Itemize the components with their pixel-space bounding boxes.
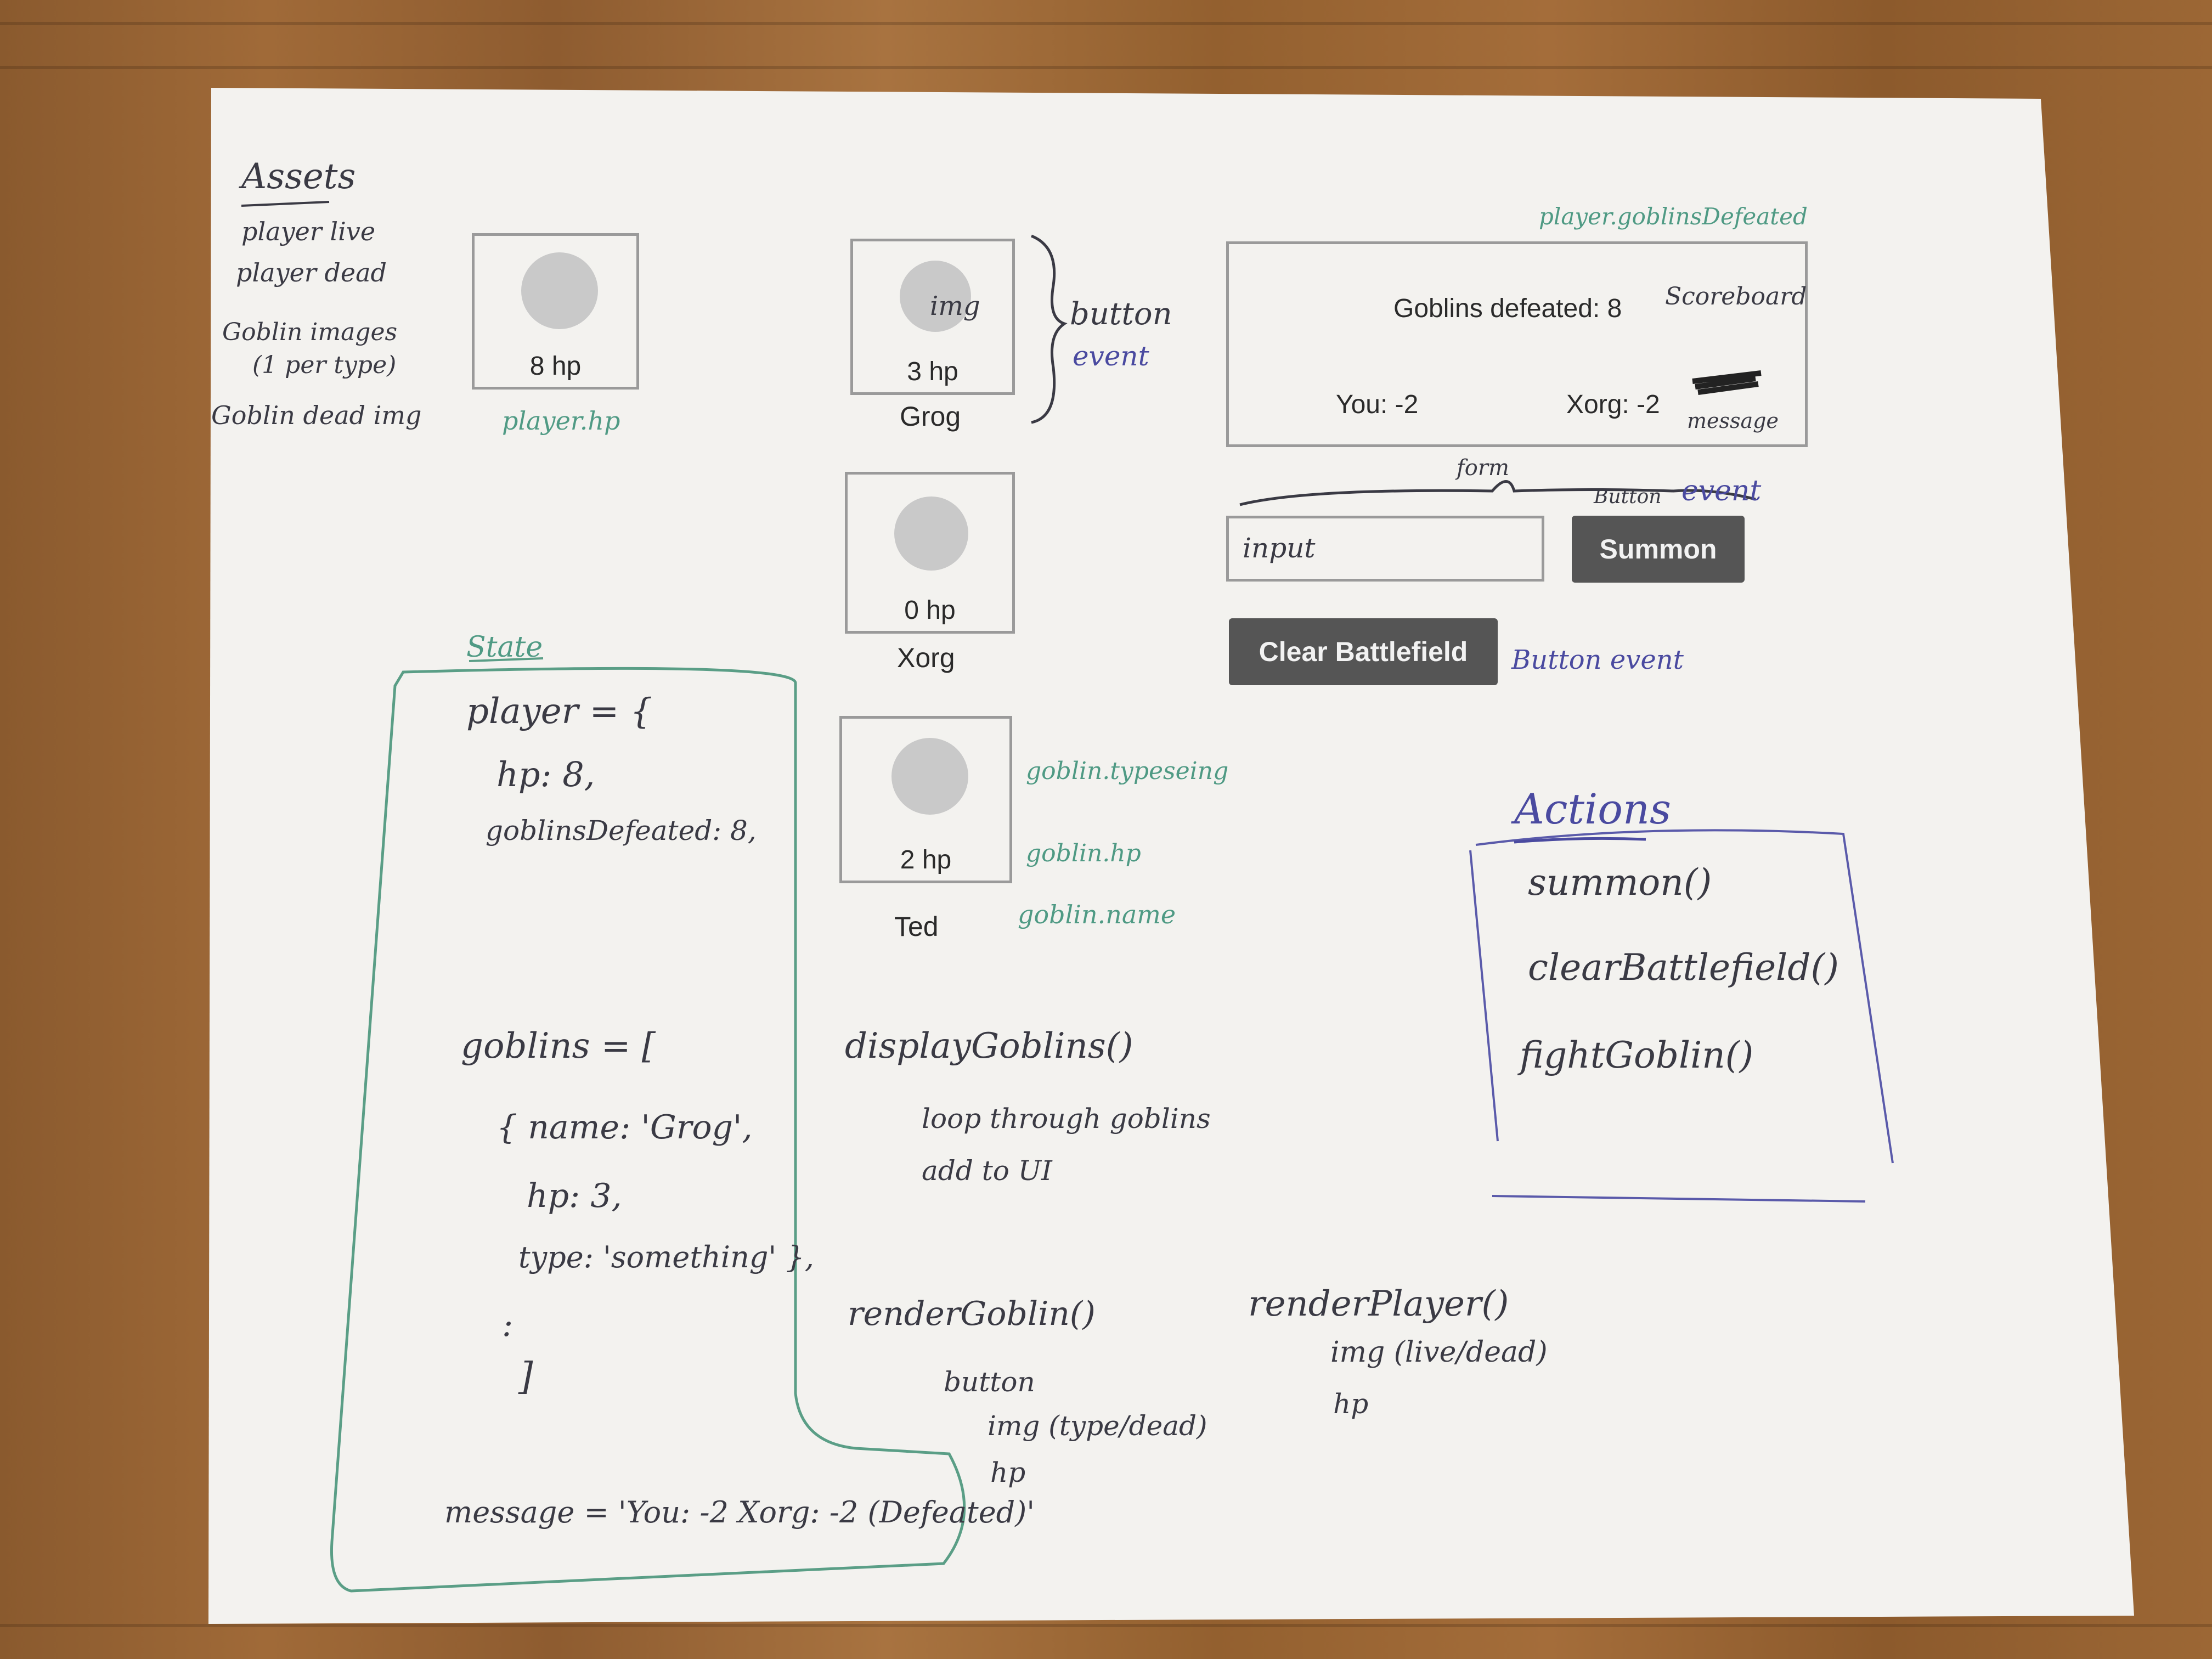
state-line: { name: 'Grog', <box>496 1108 753 1147</box>
assets-title: Assets <box>241 156 356 197</box>
state-line: hp: 8, <box>496 754 595 794</box>
goblin-name: Ted <box>894 911 939 942</box>
summon-input[interactable]: input <box>1226 516 1544 582</box>
render-goblin-line: button <box>944 1366 1035 1398</box>
render-player-line: hp <box>1333 1388 1369 1420</box>
display-goblins-line: add to UI <box>922 1155 1052 1187</box>
player-hp: 8 hp <box>529 352 582 381</box>
asset-goblin-dead-img: Goblin dead img <box>211 400 422 430</box>
goblin-image <box>891 738 968 815</box>
player-hp-note: player.hp <box>502 406 620 436</box>
button-note: button <box>1070 296 1172 332</box>
asset-player-dead: player dead <box>236 258 387 287</box>
goblin-name: Grog <box>900 401 961 432</box>
render-goblin-line: img (type/dead) <box>988 1410 1207 1442</box>
state-line: message = 'You: -2 Xorg: -2 (Defeated)' <box>444 1495 1035 1530</box>
state-line: ] <box>518 1355 533 1398</box>
actions-title: Actions <box>1514 785 1672 833</box>
summon-event-note: event <box>1681 475 1762 507</box>
scoreboard-ref-note: player.goblinsDefeated <box>1539 203 1808 230</box>
action-item: summon() <box>1528 861 1712 904</box>
goblin-card-grog[interactable]: img 3 hp <box>850 239 1015 395</box>
scoreboard: Goblins defeated: 8 Scoreboard You: -2 X… <box>1226 241 1808 447</box>
state-line: goblinsDefeated: 8, <box>486 815 757 847</box>
asset-per-type: (1 per type) <box>252 351 397 379</box>
goblin-type-note: goblin.typeseing <box>1026 757 1229 785</box>
goblin-image <box>894 496 968 571</box>
asset-player-live: player live <box>241 217 376 246</box>
state-line: goblins = [ <box>461 1026 656 1066</box>
scoreboard-note: Scoreboard <box>1665 283 1807 311</box>
player-avatar <box>521 252 598 329</box>
render-goblin-title: renderGoblin() <box>848 1295 1096 1333</box>
goblin-hp: 0 hp <box>904 596 956 625</box>
goblin-hp: 3 hp <box>907 357 958 386</box>
action-item: clearBattlefield() <box>1528 946 1839 989</box>
state-line: hp: 3, <box>527 1177 622 1215</box>
form-note: form <box>1457 455 1509 481</box>
player-card: 8 hp <box>472 233 639 390</box>
goblin-name: Xorg <box>897 642 955 673</box>
goblins-defeated: Goblins defeated: 8 <box>1393 294 1622 323</box>
display-goblins-title: displayGoblins() <box>845 1026 1133 1066</box>
render-goblin-line: hp <box>990 1457 1026 1488</box>
state-line: : <box>502 1306 514 1344</box>
clear-button-event-note: Button event <box>1511 645 1684 675</box>
xorg-score: Xorg: -2 <box>1566 390 1660 419</box>
input-label: input <box>1243 532 1316 564</box>
button-small-note: Button <box>1594 486 1662 508</box>
state-line: type: 'something' }, <box>518 1240 814 1274</box>
state-line: player = { <box>466 691 653 732</box>
summon-button[interactable]: Summon <box>1572 516 1745 583</box>
event-note: event <box>1073 340 1149 372</box>
goblin-hp: 2 hp <box>900 845 952 874</box>
goblin-name-note: goblin.name <box>1018 900 1176 929</box>
clear-battlefield-button[interactable]: Clear Battlefield <box>1229 618 1498 685</box>
state-title: State <box>466 631 543 664</box>
img-label: img <box>930 291 980 321</box>
goblin-hp-note: goblin.hp <box>1026 839 1141 867</box>
render-player-line: img (live/dead) <box>1330 1336 1548 1369</box>
render-player-title: renderPlayer() <box>1248 1284 1509 1324</box>
goblin-card-xorg[interactable]: 0 hp <box>845 472 1015 634</box>
display-goblins-line: loop through goblins <box>922 1103 1211 1135</box>
goblin-card-ted[interactable]: 2 hp <box>839 716 1012 883</box>
message-note: message <box>1687 409 1779 433</box>
goblin-image <box>900 261 971 332</box>
action-item: fightGoblin() <box>1520 1034 1754 1076</box>
asset-goblin-images: Goblin images <box>222 318 398 346</box>
you-score: You: -2 <box>1336 390 1419 419</box>
